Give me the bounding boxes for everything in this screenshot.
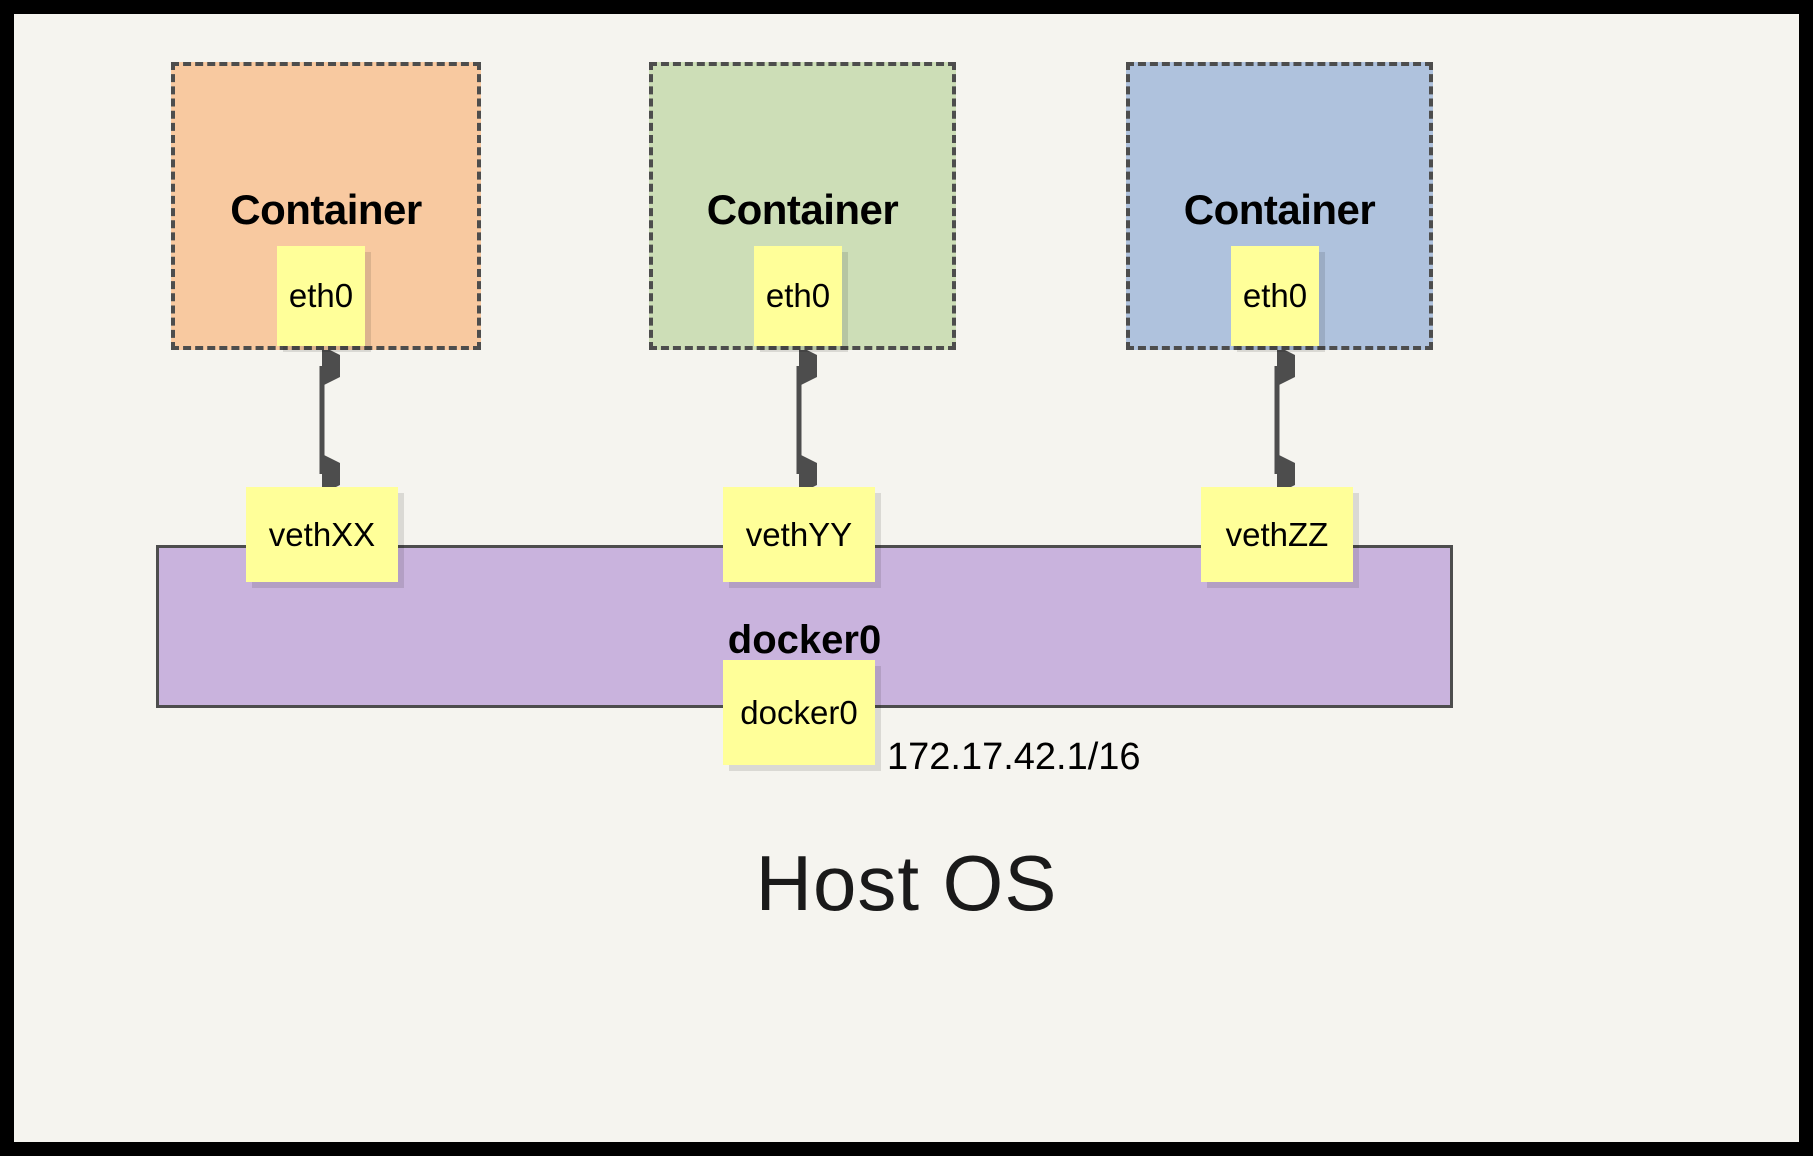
container-eth0-label-2: eth0	[765, 277, 831, 314]
veth-box-1: vethXX	[246, 487, 398, 582]
docker0-ip-label: 172.17.42.1/16	[887, 736, 1141, 778]
veth-label-2: vethYY	[745, 515, 853, 553]
container-eth0-label-1: eth0	[288, 277, 354, 314]
veth-link-arrow-3	[1274, 350, 1295, 490]
container-title-2: Container	[706, 186, 899, 233]
veth-label-1: vethXX	[268, 515, 376, 553]
container-eth0-box-2: eth0	[754, 246, 842, 346]
docker0-interface-label: docker0	[740, 693, 858, 731]
docker0-interface-box: docker0	[723, 660, 875, 765]
container-eth0-label-3: eth0	[1242, 277, 1308, 314]
veth-link-arrow-2	[796, 350, 817, 490]
container-eth0-box-3: eth0	[1231, 246, 1319, 346]
container-eth0-box-1: eth0	[277, 246, 365, 346]
veth-box-2: vethYY	[723, 487, 875, 582]
docker0-bridge-label: docker0	[727, 618, 882, 662]
host-os-label: Host OS	[755, 839, 1058, 927]
veth-label-3: vethZZ	[1225, 515, 1329, 553]
veth-box-3: vethZZ	[1201, 487, 1353, 582]
container-title-3: Container	[1183, 186, 1376, 233]
veth-link-arrow-1	[319, 350, 340, 490]
container-title-1: Container	[230, 186, 422, 233]
